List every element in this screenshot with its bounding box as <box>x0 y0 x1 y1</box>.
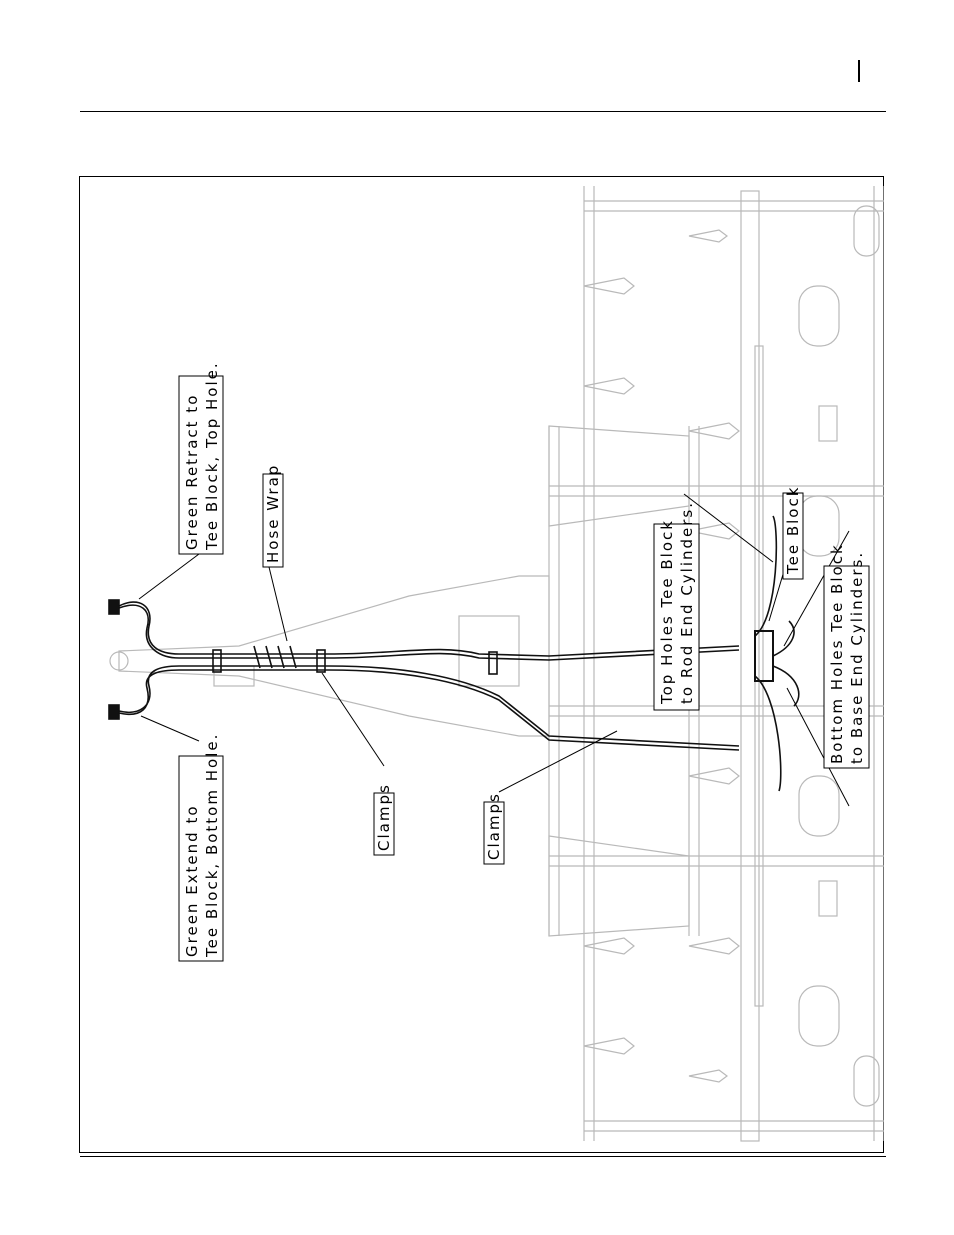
callout-clamps-lower: Clamps <box>484 792 504 864</box>
callout-green-extend-line2: Tee Block, Bottom Hole. <box>203 733 221 958</box>
callout-top-holes-line2: to Rod End Cylinders. <box>678 501 696 704</box>
callout-green-retract: Green Retract to Tee Block, Top Hole. <box>179 361 223 554</box>
callout-clamps-upper: Clamps <box>374 783 394 855</box>
callout-green-retract-line2: Tee Block, Top Hole. <box>203 361 221 551</box>
callout-hose-wrap-text: Hose Wrap <box>264 464 282 563</box>
callout-clamps-lower-text: Clamps <box>485 792 503 860</box>
hydraulic-hose-routing-diagram: Green Retract to Tee Block, Top Hole. Ho… <box>79 176 884 1153</box>
callout-bottom-holes-line1: Bottom Holes Tee Block <box>828 543 846 764</box>
callout-green-extend: Green Extend to Tee Block, Bottom Hole. <box>179 733 223 961</box>
callout-bottom-holes-line2: to Base End Cylinders. <box>848 551 866 764</box>
callout-bottom-holes: Bottom Holes Tee Block to Base End Cylin… <box>824 543 869 768</box>
callout-green-retract-line1: Green Retract to <box>183 394 201 550</box>
callout-tee-block: Tee Block <box>783 486 803 579</box>
page-corner-mark <box>858 60 860 82</box>
leader-lines <box>139 494 849 806</box>
callout-top-holes-line1: Top Holes Tee Block <box>658 519 676 705</box>
callout-tee-block-text: Tee Block <box>784 486 802 575</box>
callout-hose-wrap: Hose Wrap <box>263 464 283 567</box>
callout-green-extend-line1: Green Extend to <box>183 804 201 957</box>
header-rule <box>80 111 886 112</box>
footer-rule <box>80 1156 886 1157</box>
callout-clamps-upper-text: Clamps <box>375 783 393 851</box>
callout-top-holes: Top Holes Tee Block to Rod End Cylinders… <box>654 501 699 710</box>
